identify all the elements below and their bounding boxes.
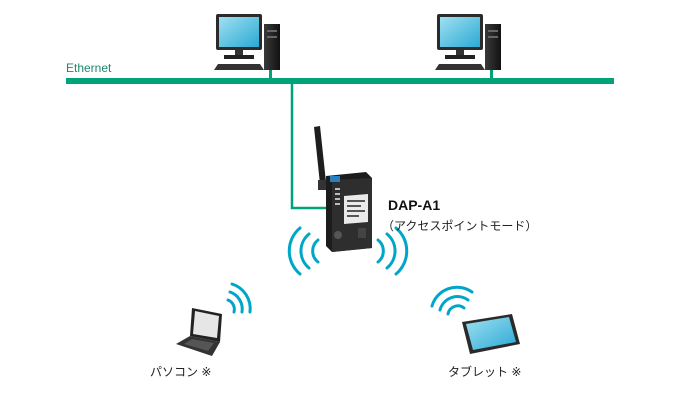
- access-point-icon: [314, 126, 372, 252]
- desktop-pc-icon: [435, 14, 501, 70]
- ap-cable: [290, 84, 340, 210]
- device-name-label: DAP-A1: [388, 197, 441, 213]
- tablet-label: タブレット ※: [448, 365, 522, 379]
- ethernet-label: Ethernet: [66, 61, 112, 75]
- laptop-icon: [176, 308, 222, 356]
- wifi-waves-icon: [287, 226, 409, 276]
- device-mode-label: （アクセスポイントモード）: [382, 219, 538, 233]
- pc1-drop-line: [269, 66, 272, 80]
- tablet-icon: [462, 314, 520, 354]
- ethernet-bus: [66, 78, 614, 84]
- desktop-pc-icon: [214, 14, 280, 70]
- wifi-waves-icon: [430, 285, 474, 316]
- pc2-drop-line: [490, 66, 493, 80]
- laptop-label: パソコン ※: [150, 365, 212, 379]
- wifi-waves-icon: [226, 282, 252, 314]
